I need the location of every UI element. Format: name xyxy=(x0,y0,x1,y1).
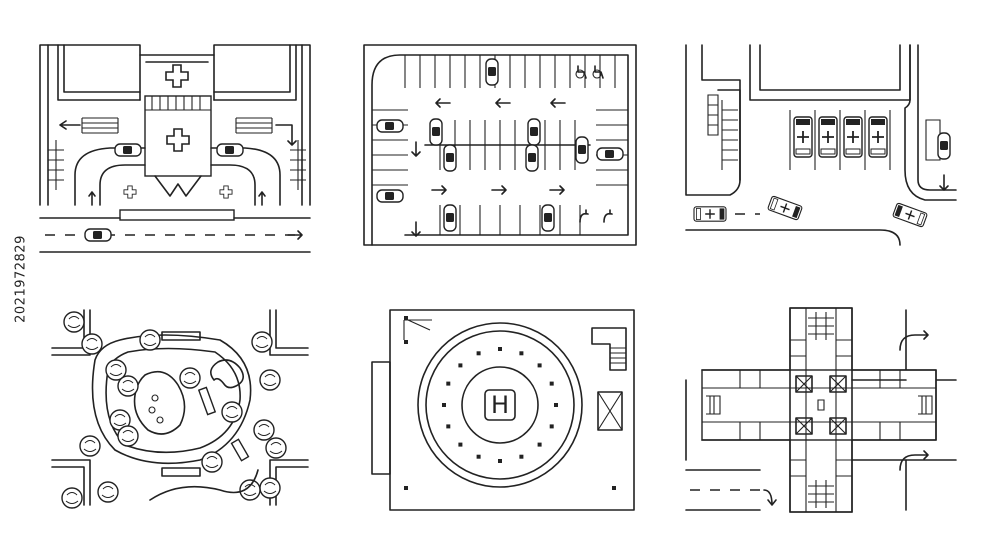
panel-helipad: H xyxy=(371,309,635,511)
stairs-icon xyxy=(591,327,627,371)
stock-id-text: 2021972829 xyxy=(13,235,29,323)
pond-icon xyxy=(133,370,186,435)
helipad-light xyxy=(537,363,542,368)
panel-park-garden xyxy=(51,309,309,509)
helipad-light xyxy=(476,351,481,356)
arrow-icon xyxy=(287,230,303,240)
helipad-light xyxy=(519,351,524,356)
stock-id-label: 2021972829 xyxy=(6,0,36,558)
panel-cross-shaped-building xyxy=(685,307,957,513)
wheelchair-icon xyxy=(575,65,604,79)
helipad-light xyxy=(537,442,542,447)
helipad-light xyxy=(498,459,502,463)
helipad-icon: H xyxy=(484,389,516,421)
helipad-light xyxy=(549,381,554,386)
helipad-letter: H xyxy=(491,391,509,419)
arrow-icon xyxy=(763,330,929,506)
helipad-light xyxy=(458,442,463,447)
helipad-light xyxy=(446,424,451,429)
helipad-light xyxy=(446,381,451,386)
panel-ambulance-bay xyxy=(685,44,957,246)
helipad-light xyxy=(442,403,446,407)
ambulance-icon xyxy=(793,116,813,158)
arrow-icon xyxy=(411,98,566,237)
building-icon xyxy=(817,399,825,411)
bench-icon xyxy=(197,386,217,416)
tree-icon xyxy=(61,311,287,509)
car-icon xyxy=(443,204,457,232)
car-icon xyxy=(937,132,951,160)
panel-parking-lot xyxy=(363,44,637,246)
helipad-light xyxy=(549,424,554,429)
red-cross-icon xyxy=(165,64,189,88)
car-icon xyxy=(84,228,112,242)
helipad-light xyxy=(519,454,524,459)
helipad-light xyxy=(476,454,481,459)
helipad-light xyxy=(498,347,502,351)
panel-hospital-entrance xyxy=(39,44,311,253)
helipad-light xyxy=(458,363,463,368)
helipad-light xyxy=(554,403,558,407)
